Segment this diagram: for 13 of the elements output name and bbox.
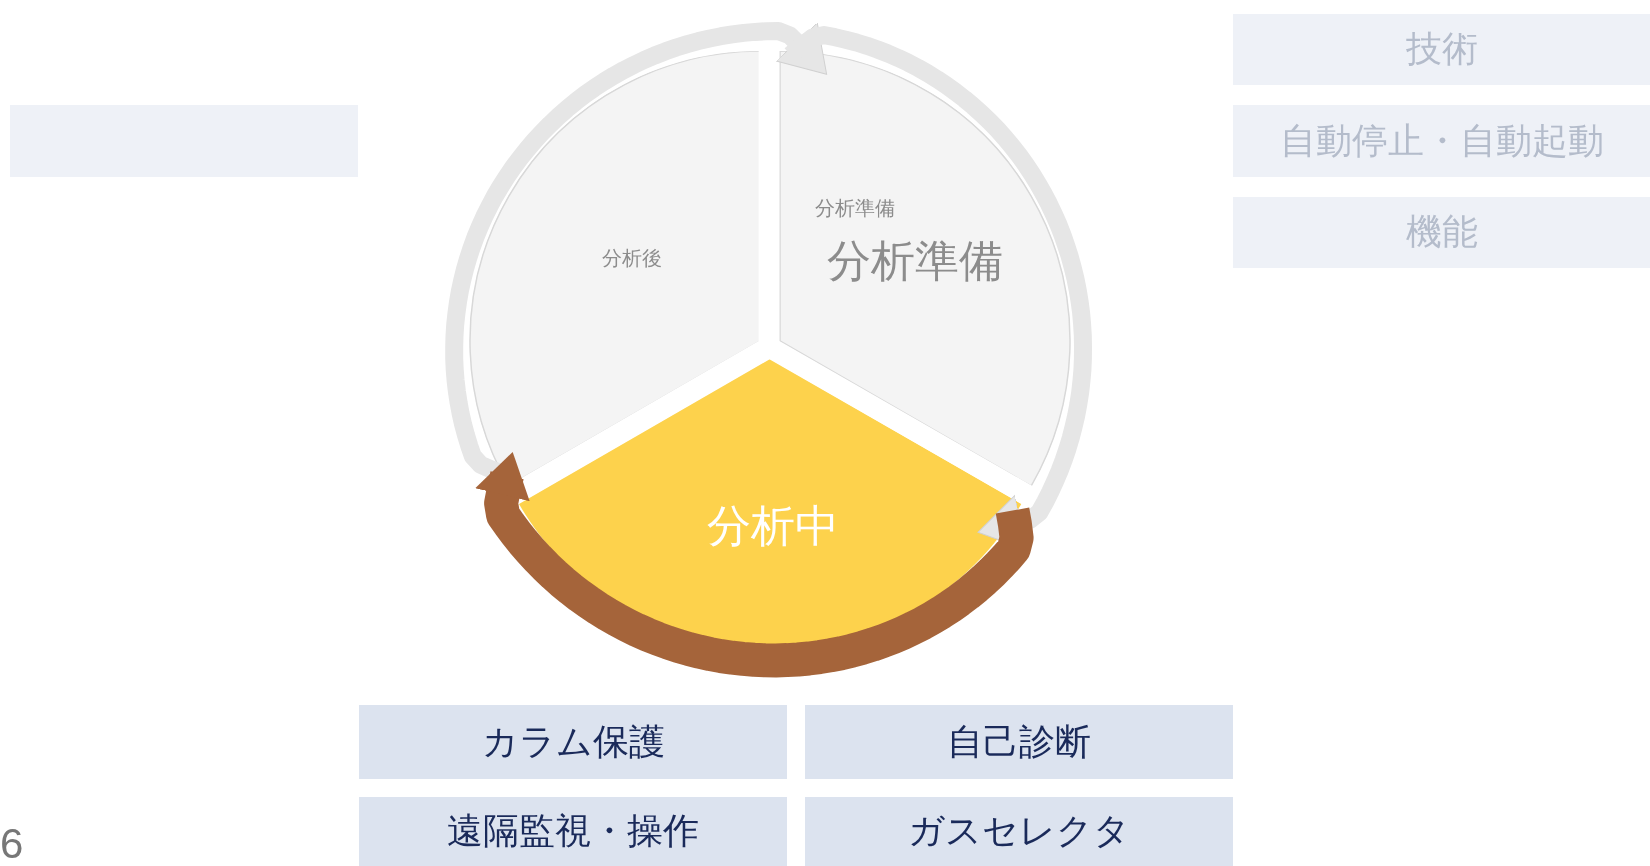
feature-box: カラム保護 bbox=[359, 705, 787, 779]
segment-label: 分析準備 bbox=[815, 194, 895, 222]
feature-box: 自動停止・自動起動 bbox=[1233, 105, 1650, 177]
feature-box: ガスセレクタ bbox=[805, 797, 1233, 866]
feature-box: 機能 bbox=[1233, 197, 1650, 268]
feature-box: 自己診断 bbox=[805, 705, 1233, 779]
cycle-arrow bbox=[475, 451, 1034, 678]
segment-label: 分析後 bbox=[602, 244, 662, 272]
feature-box: 技術 bbox=[1233, 14, 1650, 85]
page-number: 6 bbox=[0, 820, 24, 866]
feature-box: 遠隔監視・操作 bbox=[359, 797, 787, 866]
segment-label: 分析中 bbox=[707, 498, 839, 553]
segment-label: 分析準備 bbox=[827, 233, 1003, 288]
